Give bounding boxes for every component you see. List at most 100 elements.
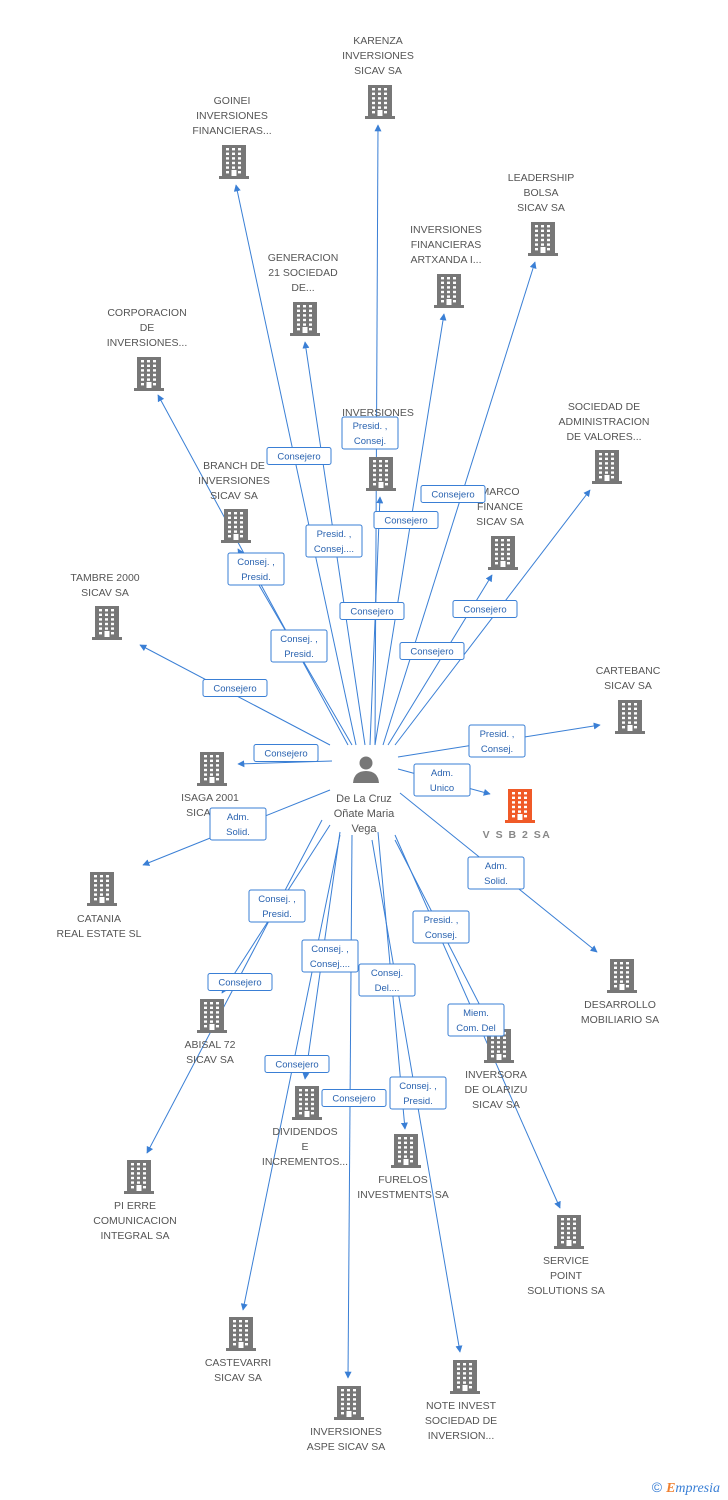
role-text: Consejero (332, 1094, 375, 1105)
role-label-catania[interactable]: Adm.Solid. (209, 807, 267, 841)
role-text: Adm.Solid. (484, 861, 508, 887)
role-label-abisal[interactable]: Consejero (207, 973, 273, 991)
building-icon-catania[interactable] (87, 872, 117, 906)
role-label-furelos[interactable]: Consej.Del.... (358, 963, 416, 997)
role-text: Consej. ,Presid. (258, 894, 296, 920)
building-icon-leadership[interactable] (528, 222, 558, 256)
role-label-corporacion[interactable]: Consej. ,Presid. (227, 552, 285, 586)
building-icon-dividendos[interactable] (292, 1086, 322, 1120)
edge-inversiones_as (369, 496, 384, 746)
role-label-cartebanc[interactable]: Presid. ,Consej. (468, 724, 526, 758)
role-text: Consejero (275, 1060, 318, 1071)
role-text: Adm.Unico (430, 768, 454, 794)
role-text: Consejero (277, 452, 320, 463)
role-label-tambre[interactable]: Consejero (202, 679, 268, 697)
role-text: Miem.Com. Del (456, 1008, 496, 1034)
building-icon-corporacion[interactable] (134, 357, 164, 391)
person-icon[interactable] (353, 756, 379, 784)
role-label-sociedad_admin[interactable]: Consejero (452, 600, 518, 618)
role-text: Presid. ,Consej. (480, 729, 515, 755)
role-text: Consejero (218, 978, 261, 989)
role-label-dividendos[interactable]: Consej. ,Consej.... (301, 939, 359, 973)
role-label-olarizu[interactable]: Presid. ,Consej. (412, 910, 470, 944)
role-label-isaga[interactable]: Consejero (253, 744, 319, 762)
role-text: Consejero (264, 749, 307, 760)
building-icon-note_invest[interactable] (450, 1360, 480, 1394)
role-label-service_point[interactable]: Miem.Com. Del (447, 1003, 505, 1037)
role-label-generacion21[interactable]: Presid. ,Consej.... (305, 524, 363, 558)
role-text: Presid. ,Consej. (353, 421, 388, 447)
role-text: Consejero (350, 607, 393, 618)
role-label-desarrollo[interactable]: Adm.Solid. (467, 856, 525, 890)
building-icon-aspe[interactable] (334, 1386, 364, 1420)
role-text: Consejero (463, 605, 506, 616)
edge-leadership (382, 261, 537, 746)
building-icon-sociedad_admin[interactable] (592, 450, 622, 484)
role-text: Consej.Del.... (371, 968, 403, 994)
role-text: Adm.Solid. (226, 812, 250, 838)
role-label-aspe[interactable]: Consejero (321, 1089, 387, 1107)
building-icon-vsb2[interactable] (505, 789, 535, 823)
building-icon-branch[interactable] (221, 509, 251, 543)
role-text: Consejero (213, 684, 256, 695)
role-label-marco[interactable]: Consejero (399, 642, 465, 660)
role-label-castevarri[interactable]: Consejero (264, 1055, 330, 1073)
role-label-pierre[interactable]: Consej. ,Presid. (248, 889, 306, 923)
empresia-logo: Empresia (666, 1481, 720, 1496)
company-label-vsb2: V S B 2 SA (483, 829, 552, 841)
edge-artxanda (374, 313, 447, 746)
building-icon-pierre[interactable] (124, 1160, 154, 1194)
building-icon-marco[interactable] (488, 536, 518, 570)
building-icon-isaga[interactable] (197, 752, 227, 786)
building-icon-generacion21[interactable] (290, 302, 320, 336)
role-text: Presid. ,Consej.... (314, 529, 354, 555)
building-icon-furelos[interactable] (391, 1134, 421, 1168)
building-icon-artxanda[interactable] (434, 274, 464, 308)
role-text: Consej. ,Presid. (237, 557, 275, 583)
role-text: Presid. ,Consej. (424, 915, 459, 941)
role-text: Consejero (431, 490, 474, 501)
footer-brand: ©Empresia (652, 1479, 720, 1497)
role-label-note_invest[interactable]: Consej. ,Presid. (389, 1076, 447, 1110)
building-icon-inversiones_as[interactable] (366, 457, 396, 491)
copyright-symbol: © (651, 1479, 663, 1495)
role-label-leadership[interactable]: Consejero (420, 485, 486, 503)
building-icon-castevarri[interactable] (226, 1317, 256, 1351)
role-label-branch[interactable]: Consej. ,Presid. (270, 629, 328, 663)
role-text: Consejero (410, 647, 453, 658)
building-icon-desarrollo[interactable] (607, 959, 637, 993)
role-text: Consejero (384, 516, 427, 527)
role-label-goinei[interactable]: Consejero (266, 447, 332, 465)
building-icon-tambre[interactable] (92, 606, 122, 640)
building-icon-abisal[interactable] (197, 999, 227, 1033)
role-label-karenza[interactable]: Presid. ,Consej. (341, 416, 399, 450)
building-icon-goinei[interactable] (219, 145, 249, 179)
role-label-artxanda[interactable]: Consejero (373, 511, 439, 529)
role-label-vsb2[interactable]: Adm.Unico (413, 763, 471, 797)
building-icon-cartebanc[interactable] (615, 700, 645, 734)
building-icon-service_point[interactable] (554, 1215, 584, 1249)
role-text: Consej. ,Presid. (280, 634, 318, 660)
role-text: Consej. ,Consej.... (310, 944, 350, 970)
role-label-inversiones_as[interactable]: Consejero (339, 602, 405, 620)
building-icon-karenza[interactable] (365, 85, 395, 119)
